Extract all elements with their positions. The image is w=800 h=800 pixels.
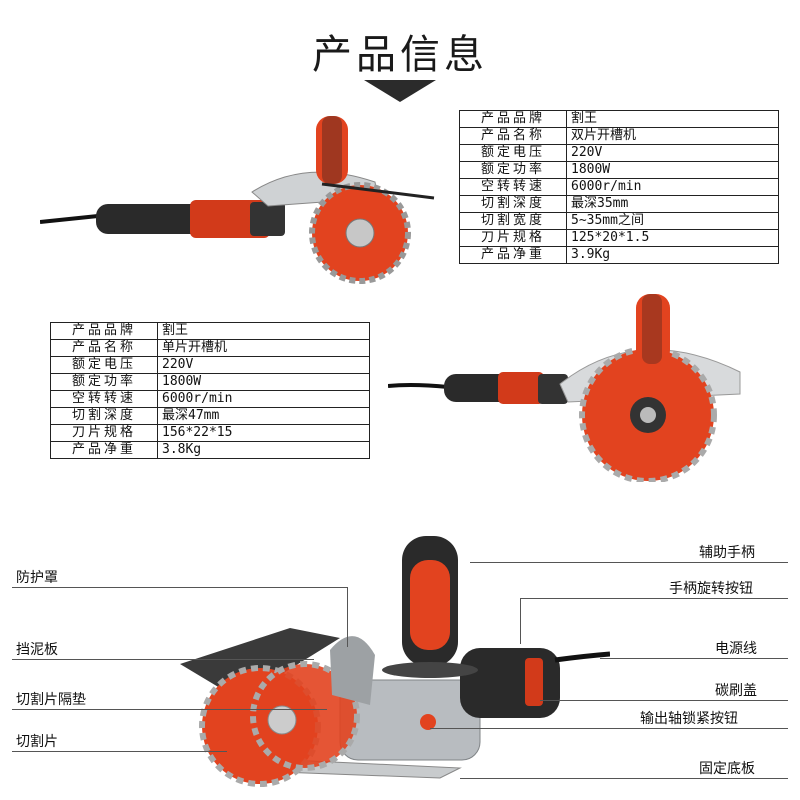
spec-value: 156*22*15 xyxy=(157,424,370,442)
leader-spindle-lock xyxy=(430,728,788,729)
single-blade-cutter-image xyxy=(388,294,741,482)
spec-row: 切割深度最深47mm xyxy=(50,407,370,425)
spec-key: 额定功率 xyxy=(459,161,567,179)
spec-value: 割王 xyxy=(566,110,779,128)
leader-aux-handle xyxy=(470,562,788,563)
leader-handle-knob xyxy=(520,598,788,599)
spec-row: 产品名称单片开槽机 xyxy=(50,339,370,357)
leader-guard xyxy=(12,587,348,588)
spec-value: 最深47mm xyxy=(157,407,370,425)
page-title: 产品信息 xyxy=(312,32,488,78)
spec-key: 额定电压 xyxy=(50,356,158,374)
spec-value: 220V xyxy=(566,144,779,162)
spec-key: 产品品牌 xyxy=(459,110,567,128)
spec-key: 额定功率 xyxy=(50,373,158,391)
spec-value: 最深35mm xyxy=(566,195,779,213)
cutter-parts-diagram-image xyxy=(180,536,610,787)
label-brush-cover: 碳刷盖 xyxy=(715,683,757,699)
spec-key: 切割深度 xyxy=(459,195,567,213)
leader-guard-drop xyxy=(347,587,348,647)
label-power-cord: 电源线 xyxy=(715,641,757,657)
label-blade-spacer: 切割片隔垫 xyxy=(16,692,86,708)
spec-value: 1800W xyxy=(157,373,370,391)
spec-value: 割王 xyxy=(157,322,370,340)
spec-row: 产品名称双片开槽机 xyxy=(459,127,779,145)
label-handle-knob: 手柄旋转按钮 xyxy=(669,581,753,597)
spec-key: 刀片规格 xyxy=(459,229,567,247)
spec-value: 1800W xyxy=(566,161,779,179)
leader-handle-knob-drop xyxy=(520,598,521,644)
spec-value: 3.9Kg xyxy=(566,246,779,264)
title-arrow-icon xyxy=(364,80,436,102)
label-guard: 防护罩 xyxy=(16,570,58,586)
label-spindle-lock: 输出轴锁紧按钮 xyxy=(640,711,738,727)
leader-brush-cover xyxy=(540,700,788,701)
double-blade-cutter-image xyxy=(40,116,435,284)
leader-blade-spacer xyxy=(12,709,327,710)
spec-key: 空转转速 xyxy=(50,390,158,408)
spec-key: 产品名称 xyxy=(459,127,567,145)
spec-key: 产品净重 xyxy=(50,441,158,459)
spec-value: 125*20*1.5 xyxy=(566,229,779,247)
spec-value: 3.8Kg xyxy=(157,441,370,459)
spec-value: 双片开槽机 xyxy=(566,127,779,145)
leader-mud-plate xyxy=(12,659,314,660)
spec-row: 产品品牌割王 xyxy=(459,110,779,128)
label-base-plate: 固定底板 xyxy=(699,761,755,777)
spec-value: 单片开槽机 xyxy=(157,339,370,357)
spec-row: 产品品牌割王 xyxy=(50,322,370,340)
spec-key: 产品品牌 xyxy=(50,322,158,340)
label-blade: 切割片 xyxy=(16,734,58,750)
spec-key: 产品名称 xyxy=(50,339,158,357)
leader-power-cord xyxy=(600,658,788,659)
spec-key: 切割深度 xyxy=(50,407,158,425)
spec-key: 空转转速 xyxy=(459,178,567,196)
leader-base-plate xyxy=(460,778,788,779)
leader-blade xyxy=(12,751,227,752)
spec-key: 切割宽度 xyxy=(459,212,567,230)
spec-value: 6000r/min xyxy=(157,390,370,408)
label-aux-handle: 辅助手柄 xyxy=(699,545,755,561)
spec-row: 切割深度最深35mm xyxy=(459,195,779,213)
label-mud-plate: 挡泥板 xyxy=(16,642,58,658)
spec-key: 产品净重 xyxy=(459,246,567,264)
spec-key: 刀片规格 xyxy=(50,424,158,442)
spec-value: 6000r/min xyxy=(566,178,779,196)
spec-value: 5~35mm之间 xyxy=(566,212,779,230)
spec-value: 220V xyxy=(157,356,370,374)
spec-key: 额定电压 xyxy=(459,144,567,162)
